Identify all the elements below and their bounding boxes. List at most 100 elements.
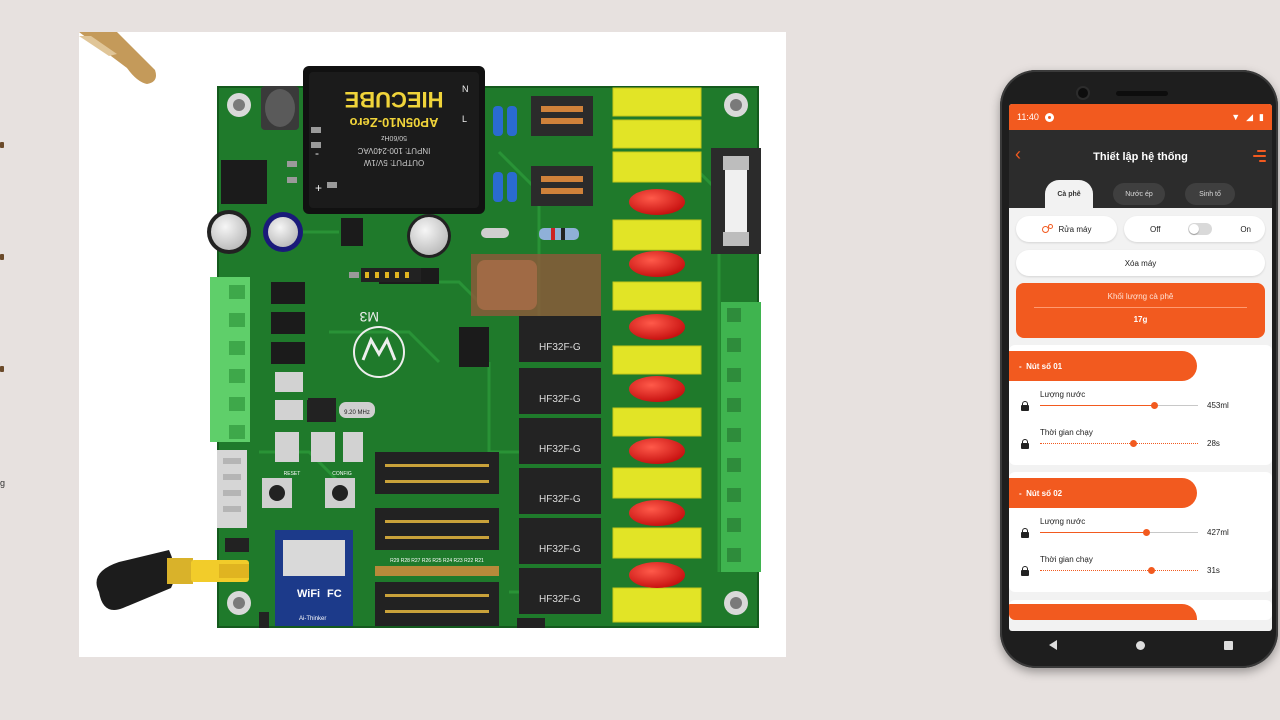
svg-text:N: N — [462, 84, 469, 94]
coffee-weight-card[interactable]: Khối lượng cà phê 17g — [1016, 283, 1265, 338]
water-slider-1[interactable] — [1040, 402, 1198, 409]
tab-juice[interactable]: Nước ép — [1113, 183, 1165, 205]
clear-machine-label: Xóa máy — [1124, 258, 1157, 268]
nozzle-title-2[interactable]: - Nút số 02 — [1009, 478, 1197, 508]
power-toggle[interactable]: Off On — [1124, 216, 1265, 242]
clear-machine-button[interactable]: Xóa máy — [1016, 250, 1265, 276]
nozzle-card-3-partial — [1009, 600, 1272, 620]
svg-text:FC: FC — [327, 588, 342, 600]
svg-text:9.20 MHz: 9.20 MHz — [344, 410, 370, 416]
gears-icon — [1041, 224, 1054, 234]
svg-text:AP05N10-Zero: AP05N10-Zero — [350, 115, 439, 130]
svg-text:HF32F-G: HF32F-G — [539, 544, 581, 555]
pcb-render-panel: OUTPUT: 5V/1W INPUT: 100-240VAC 50/60Hz … — [79, 32, 786, 657]
inductors — [481, 96, 593, 240]
antenna — [96, 550, 249, 610]
back-chevron-icon[interactable]: ‹ — [1015, 144, 1021, 164]
svg-text:HF32F-G: HF32F-G — [539, 394, 581, 405]
phone-device: 11:40 ▼ ◢ ▮ ‹ Thiết lập hệ thống Cà phê … — [1000, 70, 1278, 668]
page-title: Thiết lập hệ thống — [1093, 151, 1188, 163]
time-value: 31s — [1207, 566, 1220, 575]
svg-text:HF32F-G: HF32F-G — [539, 342, 581, 353]
status-time: 11:40 — [1017, 112, 1039, 122]
svg-text:+: + — [315, 181, 322, 195]
time-param-1: Thời gian chạy 28s — [1009, 419, 1272, 457]
settings-content: Rửa máy Off On Xóa máy Khối lượng cà phê… — [1009, 208, 1272, 628]
slider-knob[interactable] — [1147, 567, 1155, 574]
nav-home-icon[interactable] — [1135, 640, 1145, 650]
lock-icon[interactable] — [1021, 439, 1029, 449]
nozzle-card-2: - Nút số 02 Lượng nước 427ml Thời gian c… — [1009, 472, 1272, 592]
android-nav-bar — [1009, 631, 1272, 659]
silk-logo: M3 — [353, 309, 405, 378]
wash-machine-button[interactable]: Rửa máy — [1016, 216, 1117, 242]
edge-fragment — [0, 366, 4, 372]
svg-text:HF32F-G: HF32F-G — [539, 444, 581, 455]
svg-text:R29 R28 R27 R26 R25 R24 R23 R2: R29 R28 R27 R26 R25 R24 R23 R22 R21 — [390, 558, 484, 564]
coffee-weight-value: 17g — [1133, 315, 1148, 324]
wash-machine-label: Rửa máy — [1058, 224, 1092, 234]
nav-back-icon[interactable] — [1048, 640, 1057, 650]
capacitors — [207, 86, 451, 258]
pcb-render: OUTPUT: 5V/1W INPUT: 100-240VAC 50/60Hz … — [79, 32, 761, 628]
time-param-2: Thời gian chạy 31s — [1009, 546, 1272, 584]
crystal — [339, 402, 375, 418]
phone-screen: 11:40 ▼ ◢ ▮ ‹ Thiết lập hệ thống Cà phê … — [1009, 104, 1272, 631]
app-header: ‹ Thiết lập hệ thống Cà phê Nước ép Sinh… — [1009, 130, 1272, 208]
toggle-on-label: On — [1240, 224, 1251, 234]
right-terminal-block — [721, 302, 761, 572]
water-param-1: Lượng nước 453ml — [1009, 381, 1272, 419]
nozzle-card-1: - Nút số 01 Lượng nước 453ml Thời gian c… — [1009, 345, 1272, 465]
nozzle-title-1[interactable]: - Nút số 01 — [1009, 351, 1197, 381]
status-bar: 11:40 ▼ ◢ ▮ — [1009, 104, 1272, 130]
category-tabs: Cà phê Nước ép Sinh tố — [1009, 180, 1272, 208]
left-terminal-block — [210, 277, 250, 442]
edge-fragment — [0, 142, 4, 148]
water-slider-2[interactable] — [1040, 529, 1198, 536]
lock-icon[interactable] — [1021, 528, 1029, 538]
nav-recent-icon[interactable] — [1223, 640, 1233, 650]
front-camera — [1078, 88, 1088, 98]
svg-text:-: - — [315, 146, 319, 160]
svg-text:HF32F-G: HF32F-G — [539, 594, 581, 605]
red-indicators — [629, 189, 685, 588]
battery-icon: ▮ — [1259, 111, 1264, 122]
toggle-off-label: Off — [1150, 224, 1161, 234]
svg-text:Ai-Thinker: Ai-Thinker — [299, 616, 326, 622]
toggle-switch[interactable] — [1188, 223, 1213, 235]
wifi-module: WiFi FC Ai-Thinker — [275, 530, 353, 626]
time-slider-1[interactable] — [1040, 440, 1198, 447]
slider-knob[interactable] — [1150, 402, 1158, 409]
slider-knob[interactable] — [1142, 529, 1150, 536]
lock-icon[interactable] — [1021, 401, 1029, 411]
board-buttons: RESET CONFIG — [262, 471, 355, 508]
earpiece — [1116, 91, 1168, 96]
fuse-holder — [711, 148, 761, 254]
time-value: 28s — [1207, 439, 1220, 448]
svg-text:INPUT: 100-240VAC: INPUT: 100-240VAC — [357, 146, 430, 155]
water-label: Lượng nước — [1040, 517, 1086, 526]
time-label: Thời gian chạy — [1040, 428, 1093, 437]
nozzle-title-3[interactable] — [1009, 604, 1197, 620]
ribbon-headers: R29 R28 R27 R26 R25 R24 R23 R22 R21 — [375, 452, 499, 626]
edge-fragment-text: g — [0, 478, 6, 488]
tab-smoothie[interactable]: Sinh tố — [1185, 183, 1235, 205]
lock-icon[interactable] — [1021, 566, 1029, 576]
menu-icon[interactable] — [1253, 150, 1266, 165]
time-label: Thời gian chạy — [1040, 555, 1093, 564]
slider-knob[interactable] — [1130, 440, 1138, 447]
mounting-holes — [227, 93, 748, 615]
svg-text:WiFi: WiFi — [297, 588, 320, 600]
svg-text:RESET: RESET — [284, 471, 301, 477]
svg-text:CONFIG: CONFIG — [332, 471, 352, 477]
yellow-capacitors — [612, 87, 702, 623]
svg-text:M3: M3 — [359, 309, 379, 325]
tab-coffee[interactable]: Cà phê — [1045, 180, 1093, 208]
water-value: 453ml — [1207, 401, 1229, 410]
edge-fragment — [0, 254, 4, 260]
power-module: OUTPUT: 5V/1W INPUT: 100-240VAC 50/60Hz … — [303, 66, 485, 214]
water-value: 427ml — [1207, 528, 1229, 537]
cell-signal-icon: ◢ — [1246, 111, 1254, 122]
time-slider-2[interactable] — [1040, 567, 1198, 574]
coffee-weight-label: Khối lượng cà phê — [1107, 292, 1174, 301]
